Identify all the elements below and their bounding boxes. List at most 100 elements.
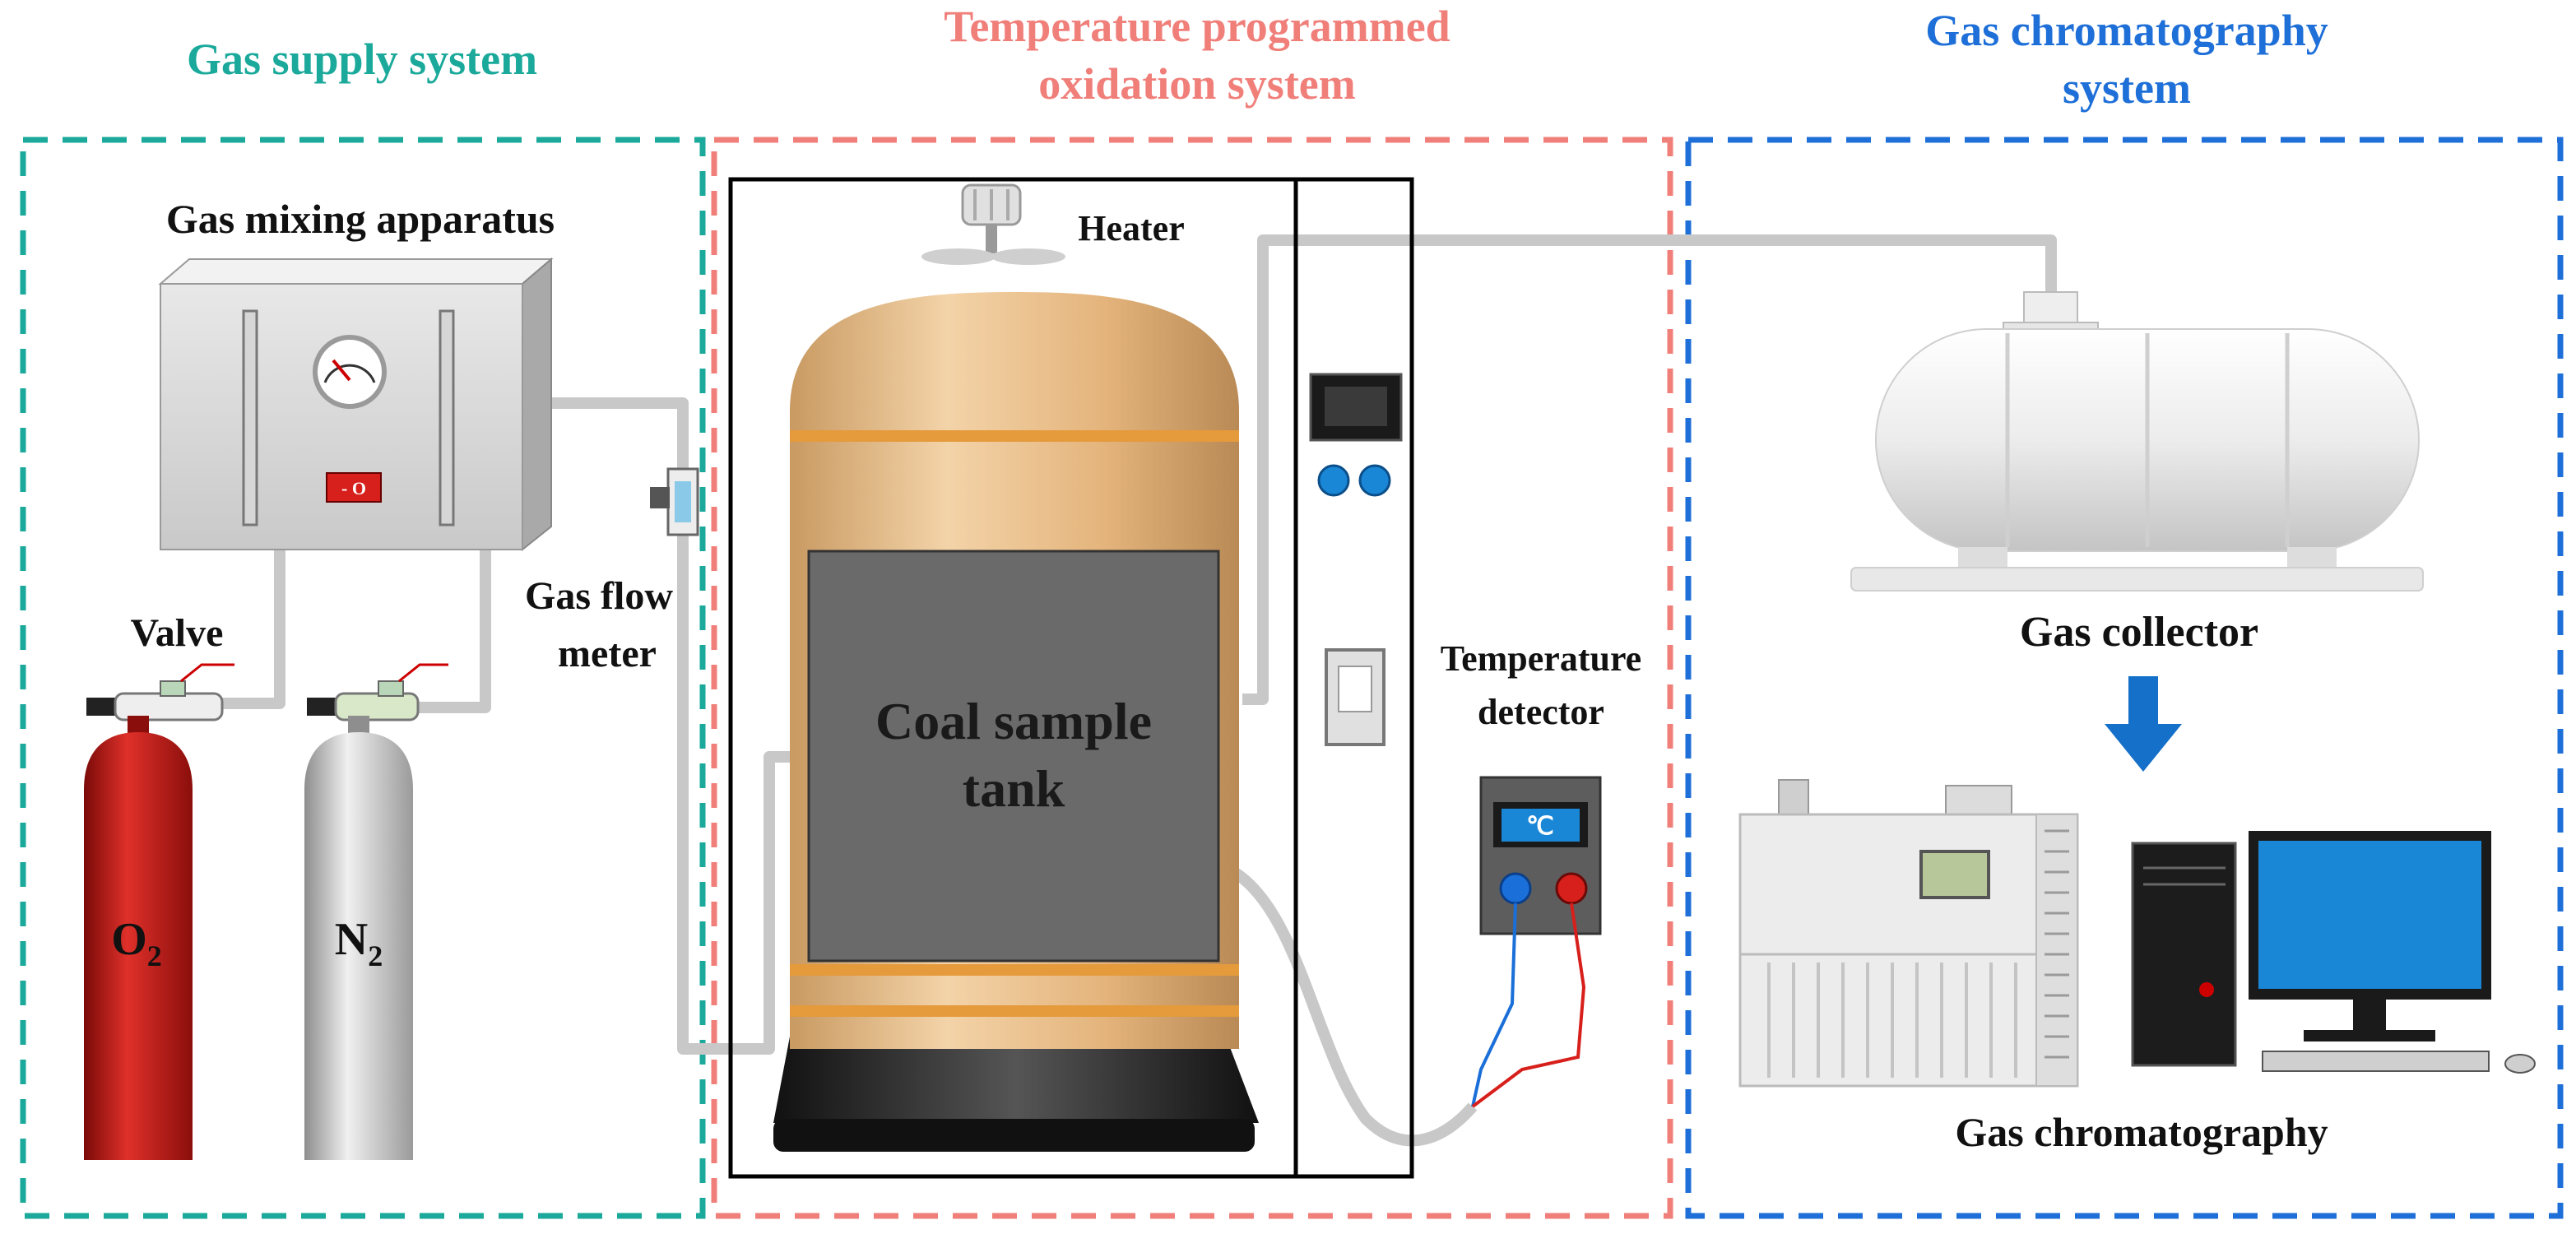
valve-n2-handle [307, 698, 340, 716]
power-switch [326, 472, 382, 503]
o2-body [84, 732, 193, 1160]
mixer-vent-right [439, 309, 455, 527]
gc-display-icon [1919, 850, 1990, 899]
gas-flow-meter [650, 467, 699, 536]
heater-icon [921, 183, 1065, 265]
tpo-title-line1: Temperature programmed [944, 2, 1450, 51]
tower-body [2131, 842, 2237, 1067]
gc-body [1738, 813, 2079, 1088]
coal-tank-label-1: Coal sample [875, 692, 1152, 750]
mouse-icon [2504, 1054, 2536, 1074]
pressure-gauge-icon [313, 335, 387, 409]
valve-n2 [307, 663, 448, 721]
nitrogen-cylinder: N2 [304, 716, 413, 1160]
collector-base [1850, 567, 2424, 591]
monitor-base [2304, 1030, 2435, 1041]
pipe-tank-bottom [1231, 867, 1478, 1147]
mixer-side-face [522, 257, 552, 552]
monitor-stand [2353, 1000, 2386, 1032]
heater-fan-blade-right [991, 248, 1065, 265]
oxygen-cylinder: O2 [84, 716, 193, 1160]
pipe-mixer-to-flowmeter [551, 397, 798, 1055]
mixer-vent-left [242, 309, 258, 527]
temp-detector-label-1: Temperature [1441, 638, 1641, 679]
n2-body [304, 732, 413, 1160]
gc-top-box [1945, 785, 2012, 819]
temp-detector-label-2: detector [1478, 692, 1604, 732]
tpo-frame [711, 137, 1673, 1219]
gas-flow-meter-label-1: Gas flow [525, 574, 673, 618]
detector-red-probe-icon [1555, 872, 1588, 905]
detector-body [1479, 776, 1602, 935]
heater-fan-blade-left [921, 248, 996, 265]
gas-chromatograph [1738, 779, 2079, 1088]
gas-collector-label: Gas collector [2020, 609, 2258, 656]
tank-band-bottom-2 [790, 1005, 1239, 1017]
tower-power-icon [2199, 982, 2214, 997]
oven-control-panel [1309, 373, 1403, 746]
valve-n2-knob [378, 680, 404, 697]
gauge-arc [323, 364, 376, 383]
gauge-needle [332, 359, 351, 382]
detector-blue-probe-icon [1499, 872, 1532, 905]
gas-flow-meter-label-2: meter [558, 632, 657, 675]
valve-o2-lever [180, 663, 234, 683]
coal-sample-tank [773, 292, 1259, 1152]
n2-formula: N2 [335, 914, 383, 972]
gas-mixing-apparatus-label: Gas mixing apparatus [166, 196, 555, 242]
gas-supply-frame [20, 137, 706, 1219]
oven-right-button-icon [1358, 464, 1391, 497]
coal-tank-label-2: tank [963, 759, 1065, 818]
power-switch-label: - O [341, 478, 366, 499]
temperature-detector: ℃ [1471, 776, 1602, 1108]
gc-top-port [1778, 779, 1809, 818]
monitor-screen [2258, 841, 2481, 989]
down-arrow-icon [2105, 676, 2182, 772]
pipes [222, 234, 2057, 1147]
valve-label: Valve [131, 611, 224, 655]
valve-o2-knob [160, 680, 186, 697]
oven-display-screen [1325, 387, 1387, 426]
gc-side-panel [2035, 814, 2078, 1087]
gas-supply-title: Gas supply system [187, 35, 537, 84]
valve-o2 [86, 663, 234, 721]
gas-collector [1850, 291, 2424, 591]
gas-chromatography-label: Gas chromatography [1955, 1109, 2328, 1155]
oven-cabinet [728, 177, 1414, 1179]
gas-mixing-apparatus: - O [158, 257, 554, 552]
valve-n2-body [334, 692, 420, 721]
tpo-title-line2: oxidation system [1038, 59, 1356, 109]
tank-panel [807, 550, 1220, 963]
detector-display [1502, 809, 1580, 842]
detector-blue-wire [1471, 902, 1517, 1107]
valve-o2-handle [86, 698, 119, 716]
oven-switch-toggle [1338, 666, 1372, 712]
heater-shaft [986, 225, 997, 253]
mixer-top-face [158, 258, 554, 285]
gc-side-vents [2045, 829, 2069, 1059]
tank-band-top [790, 430, 1239, 442]
flowmeter-knob [650, 487, 670, 508]
tank-base [773, 1037, 1259, 1123]
gc-vent-grille [1767, 963, 2017, 1078]
computer-tower [2131, 842, 2237, 1067]
gc-title-line2: system [2063, 63, 2191, 113]
detector-unit-label: ℃ [1526, 813, 1554, 840]
tank-foot [773, 1119, 1255, 1152]
pipe-n2-valve [411, 543, 491, 713]
valve-n2-lever [398, 663, 448, 683]
flowmeter-window [675, 481, 691, 522]
gc-title-line1: Gas chromatography [1925, 6, 2328, 55]
mixer-front-face [160, 283, 523, 550]
pipe-tank-to-collector [1242, 234, 2057, 705]
gc-frame [1685, 137, 2564, 1219]
keyboard-icon [2262, 1051, 2490, 1072]
heater-label: Heater [1078, 208, 1184, 248]
detector-red-wire [1471, 902, 1586, 1108]
oven-left-button-icon [1317, 464, 1350, 497]
pipe-o2-valve [222, 543, 285, 709]
tank-band-bottom-1 [790, 964, 1239, 976]
o2-formula: O2 [111, 914, 162, 972]
